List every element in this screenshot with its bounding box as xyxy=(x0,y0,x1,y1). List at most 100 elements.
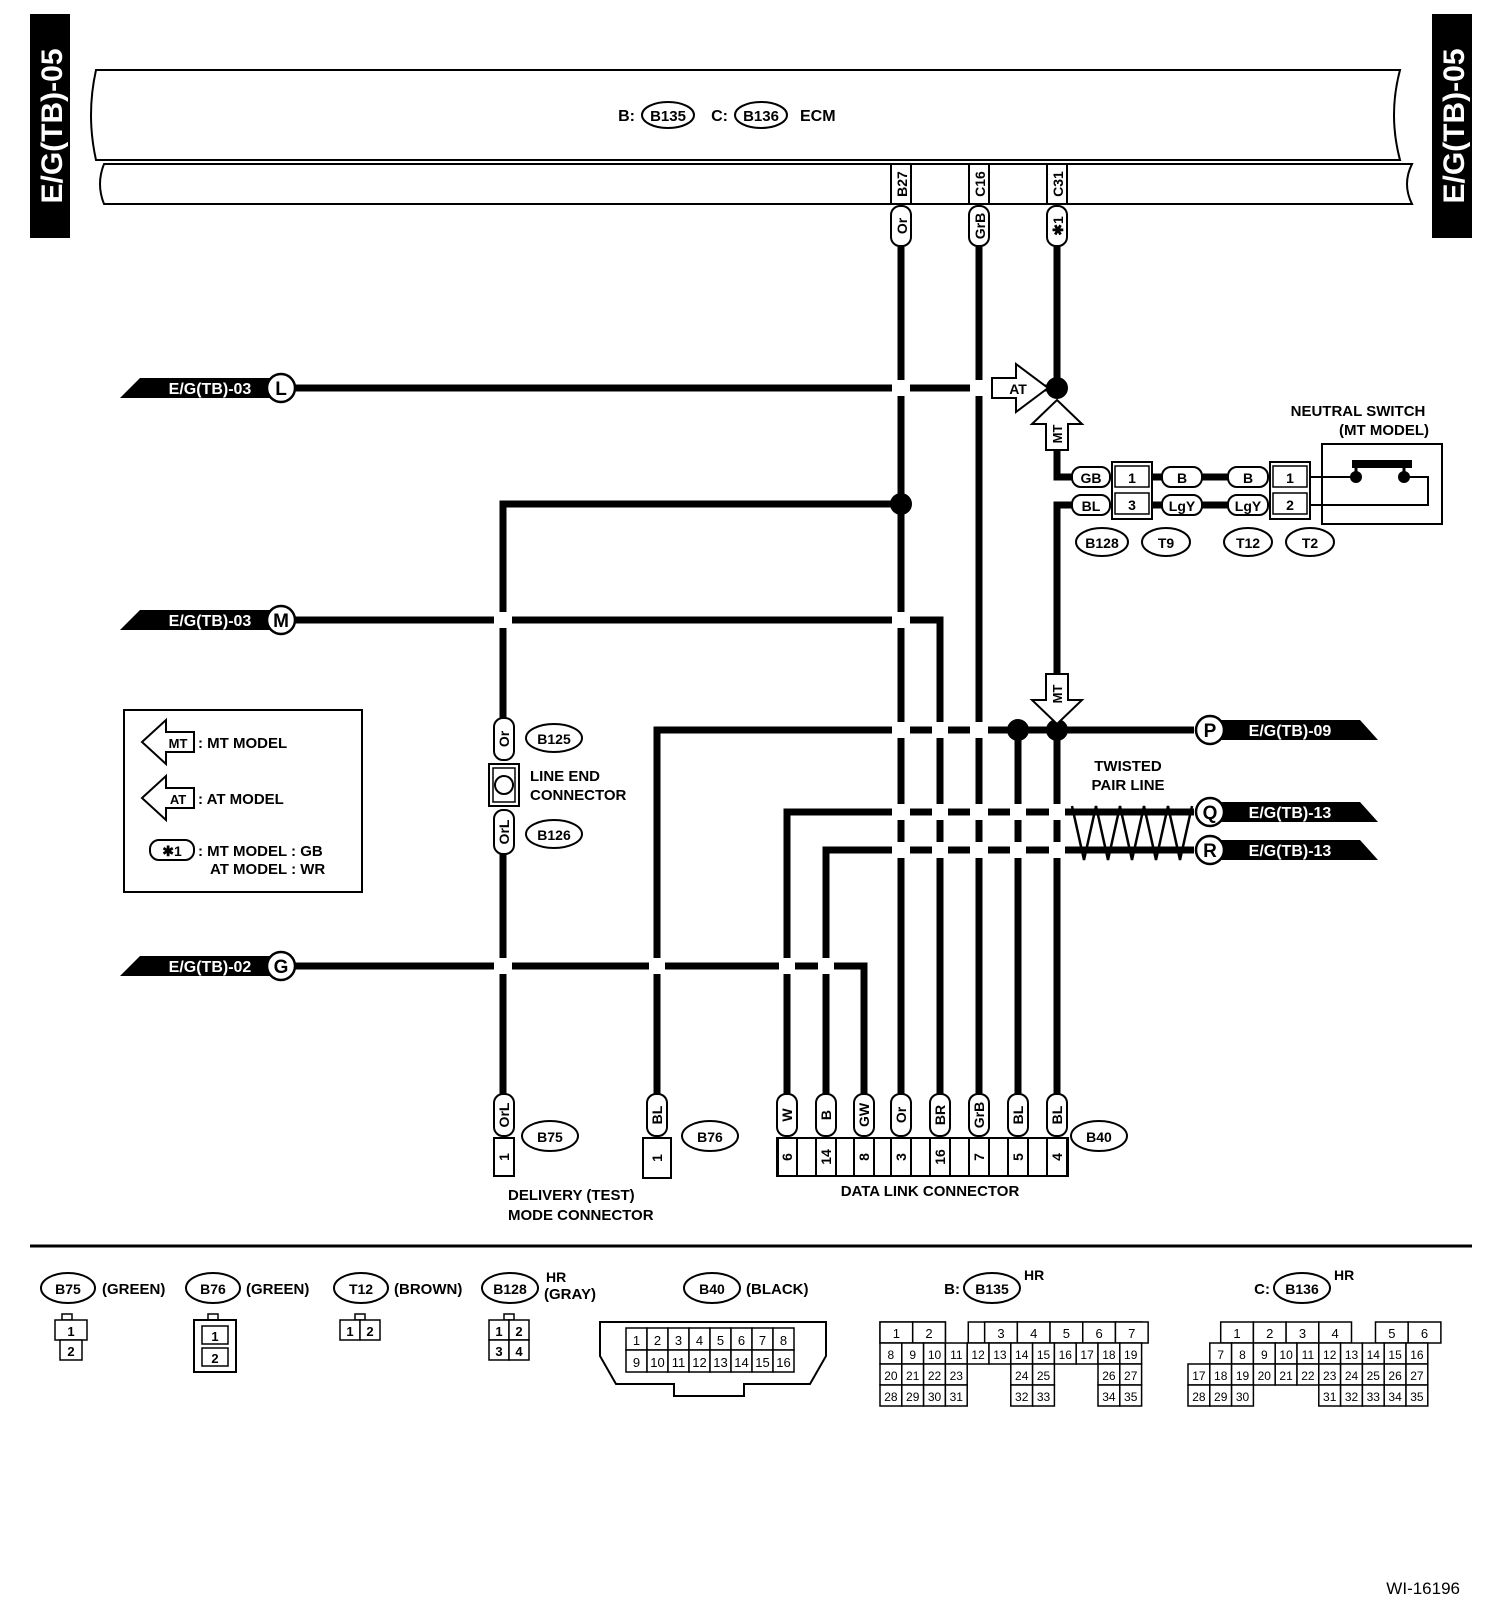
ns-b128-pin3: 3 xyxy=(1128,497,1136,513)
ns-t9-wire-lgy: LgY xyxy=(1169,498,1196,514)
dlc-terminal-wire: GW xyxy=(856,1102,872,1127)
face-pin-label: 11 xyxy=(1302,1348,1315,1362)
dlc-terminal-wire: BL xyxy=(1010,1105,1026,1124)
face-pin-label: 4 xyxy=(1332,1326,1339,1341)
face-pin-label: 16 xyxy=(776,1355,790,1370)
face-pin-label: 24 xyxy=(1015,1369,1029,1383)
ref-g: E/G(TB)-02 G xyxy=(120,950,297,982)
face-pin-label: 6 xyxy=(738,1333,745,1348)
neutral-switch-body xyxy=(1310,443,1443,525)
ref-p: E/G(TB)-09 P xyxy=(1194,714,1378,746)
face-pin-label: 5 xyxy=(1063,1326,1070,1341)
face-pin-label: 27 xyxy=(1410,1369,1424,1383)
face-pin-label: 13 xyxy=(1345,1348,1359,1362)
dlc-conn-oval xyxy=(1070,1120,1128,1152)
face-pin-label: 25 xyxy=(1037,1369,1051,1383)
face-pin-label: 9 xyxy=(909,1348,916,1362)
delivery-label-2: MODE CONNECTOR xyxy=(508,1207,654,1224)
twisted-pair-zigzag xyxy=(1070,805,1194,861)
face-b128: B128 HR (GRAY) 1 2 3 4 xyxy=(481,1269,596,1361)
face-pin-label: 34 xyxy=(1102,1390,1116,1404)
face-pin-label: 20 xyxy=(884,1369,898,1383)
dlc-terminal-pin: 7 xyxy=(971,1153,987,1161)
wires xyxy=(294,246,1228,1094)
face-b135-conn: B135 xyxy=(975,1281,1009,1297)
face-pin-label: 9 xyxy=(1261,1348,1268,1362)
face-pin-label: 19 xyxy=(1236,1369,1250,1383)
ref-m: E/G(TB)-03 M xyxy=(120,604,297,636)
face-pin-cell xyxy=(1031,1384,1056,1407)
face-pin-cell xyxy=(1405,1384,1429,1407)
face-b136-conn: B136 xyxy=(1285,1281,1319,1297)
face-pin-label: 8 xyxy=(780,1333,787,1348)
face-pin-label: 6 xyxy=(1095,1326,1102,1341)
face-b76-pin1: 1 xyxy=(211,1329,218,1344)
face-b75: B75 (GREEN) 1 2 xyxy=(40,1272,165,1361)
dlc-terminal-wire: W xyxy=(779,1108,795,1122)
dlc-terminal-wire: BR xyxy=(932,1105,948,1125)
legend-star-text-1: : MT MODEL : GB xyxy=(198,843,323,860)
ref-m-page: E/G(TB)-03 xyxy=(169,613,252,630)
b75-conn: B75 xyxy=(537,1129,563,1145)
ns-wire-gb: GB xyxy=(1081,470,1102,486)
face-pin-label: 35 xyxy=(1124,1390,1138,1404)
face-b136-tag: HR xyxy=(1334,1267,1354,1283)
face-pin-label: 22 xyxy=(1301,1369,1315,1383)
dlc-terminal-pin: 3 xyxy=(893,1153,909,1161)
twisted-pair-line1: TWISTED xyxy=(1094,758,1162,775)
face-b75-conn: B75 xyxy=(55,1281,81,1297)
at-arrow: AT xyxy=(991,362,1050,414)
face-pin-cell xyxy=(1119,1384,1143,1407)
face-b75-color: (GREEN) xyxy=(102,1281,165,1298)
face-pin-label: 16 xyxy=(1410,1348,1424,1362)
face-pin-label: 28 xyxy=(884,1390,898,1404)
ref-q-letter: Q xyxy=(1203,803,1218,824)
face-pin-label: 17 xyxy=(1192,1369,1206,1383)
face-b75-pin2: 2 xyxy=(67,1344,74,1359)
face-t12-pin2: 2 xyxy=(366,1324,373,1339)
face-t12-pin1: 1 xyxy=(346,1324,353,1339)
face-pin-label: 25 xyxy=(1367,1369,1381,1383)
dlc-terminal-pin: 4 xyxy=(1049,1153,1065,1161)
ns-t2-pin2: 2 xyxy=(1286,497,1294,513)
face-pin-label: 3 xyxy=(675,1333,682,1348)
face-pin-label: 30 xyxy=(1236,1390,1250,1404)
ns-conn-t12: T12 xyxy=(1236,535,1260,551)
ns-conn-b128: B128 xyxy=(1085,535,1119,551)
face-pin-label: 34 xyxy=(1388,1390,1402,1404)
face-b128-conn: B128 xyxy=(493,1281,527,1297)
face-pin-label: 2 xyxy=(1266,1326,1273,1341)
face-pin-label: 26 xyxy=(1102,1369,1116,1383)
ref-q: E/G(TB)-13 Q xyxy=(1194,796,1378,828)
ref-p-letter: P xyxy=(1204,721,1217,742)
dlc-terminal: B14 xyxy=(815,1093,837,1177)
face-pin-label: 2 xyxy=(654,1333,661,1348)
face-b128-pin1: 1 xyxy=(495,1324,502,1339)
legend-star-symbol: ✱1 xyxy=(162,843,182,859)
face-pin-label: 31 xyxy=(1323,1390,1337,1404)
face-pin-cell xyxy=(944,1384,968,1407)
face-b128-pin4: 4 xyxy=(515,1344,523,1359)
b76-conn: B76 xyxy=(697,1129,723,1145)
line-end-conn-top: B125 xyxy=(537,731,571,747)
face-pin-label: 22 xyxy=(928,1369,942,1383)
ecm-pin-c31-wire: ✱1 xyxy=(1050,216,1066,236)
face-b76: B76 (GREEN) 1 2 xyxy=(185,1272,309,1373)
legend-at-symbol: AT xyxy=(170,792,186,807)
face-b128-color: (GRAY) xyxy=(544,1286,596,1303)
ref-g-page: E/G(TB)-02 xyxy=(169,959,252,976)
ns-t12-wire-lgy: LgY xyxy=(1235,498,1262,514)
face-pin-label: 2 xyxy=(925,1326,932,1341)
ref-l-page: E/G(TB)-03 xyxy=(169,381,252,398)
page-tag-right-text: E/G(TB)-05 xyxy=(1438,48,1471,203)
ref-l-letter: L xyxy=(275,379,287,400)
legend-at-text: : AT MODEL xyxy=(198,791,284,808)
ref-l: E/G(TB)-03 L xyxy=(120,372,297,404)
neutral-switch-title: NEUTRAL SWITCH xyxy=(1291,403,1426,420)
ecm-conn-c: B136 xyxy=(743,108,779,125)
face-b76-pin2: 2 xyxy=(211,1351,218,1366)
ref-p-page: E/G(TB)-09 xyxy=(1249,723,1332,740)
